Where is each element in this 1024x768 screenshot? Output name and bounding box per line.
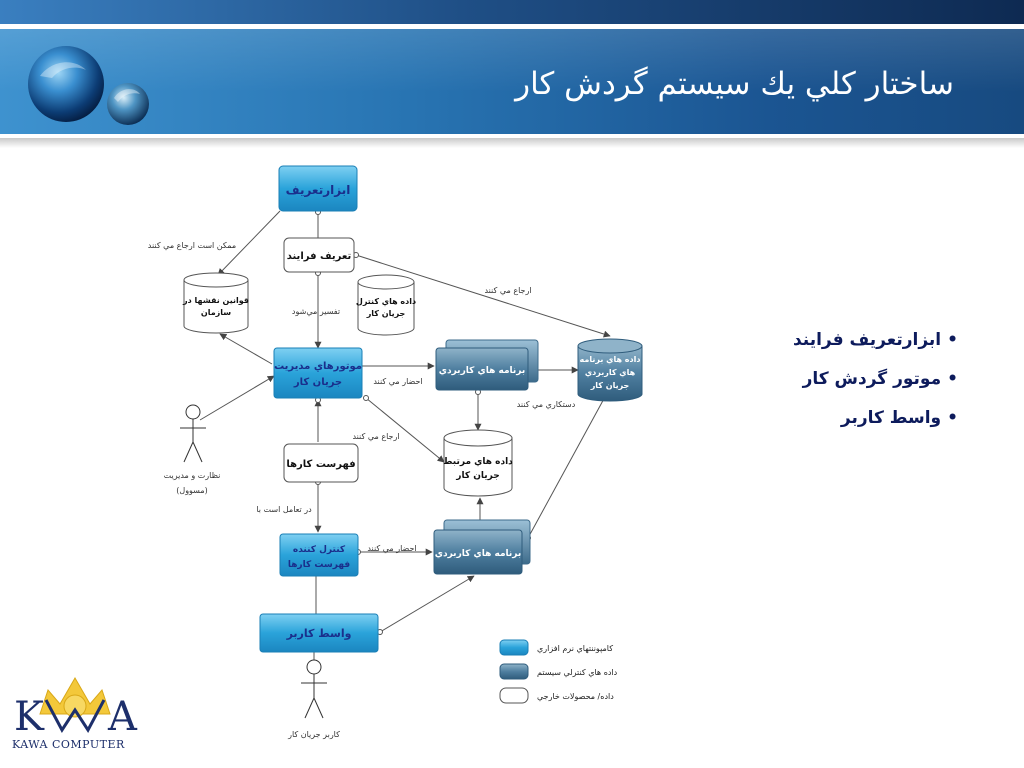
node-definition-tool: ابزارتعريف	[278, 165, 358, 212]
actor-admin-icon	[180, 404, 206, 463]
top-bar	[0, 0, 1024, 24]
node-app-programs-bottom-label: برنامه هاي كاربردي	[435, 549, 522, 559]
node-program-data-line3: جريان كار	[590, 381, 630, 390]
node-org-rules-line2: سازمان	[201, 308, 231, 317]
top-bar-divider	[0, 24, 1024, 29]
edge-labels: ممكن است ارجاع مي كنند ارجاع مي كنند تفس…	[148, 241, 576, 553]
node-workflow-engines: موتورهاي مديريت جريان كار	[273, 347, 363, 399]
node-related-data-line2: جريان كار	[455, 471, 499, 481]
node-worklist-controller-line1: كنترل كننده	[293, 545, 346, 555]
node-user-interface-label: واسط كاربر	[286, 627, 352, 640]
legend-swatch-software	[499, 639, 529, 656]
node-program-data: داده هاي برنامه هاي كاربردي جريان كار	[577, 338, 643, 402]
node-workflow-engines-line1: موتورهاي مديريت	[274, 361, 362, 372]
node-worklist-controller: كنترل كننده فهرست كارها	[279, 533, 359, 577]
node-control-data-line2: جريان كار	[366, 309, 406, 318]
node-worklist-label: فهرست كارها	[286, 459, 355, 470]
globe-orbs-icon	[28, 46, 149, 125]
node-org-rules: قوانين نقشها در سازمان	[182, 272, 249, 334]
bullet-text: ابزارتعريف فرايند	[792, 330, 942, 350]
node-control-data-line1: داده هاي كنترل	[356, 297, 416, 306]
legend-external-label: داده/ محصولات خارجي	[537, 692, 614, 701]
node-user-interface: واسط كاربر	[259, 613, 379, 653]
node-related-data-line1: داده هاي مرتبط	[443, 457, 513, 467]
logo-letter-a: A	[107, 694, 138, 740]
crown-logo-icon: K A	[14, 676, 138, 740]
actor-user-label: كاربر جريان كار	[287, 730, 340, 739]
workflow-diagram: ابزارتعريف تعريف فرايند قوانين نقشها در …	[148, 165, 643, 739]
legend-system-label: داده هاي كنترلي سيستم	[537, 668, 618, 677]
node-app-programs-top-label: برنامه هاي كاربردي	[439, 366, 526, 376]
bullet-item: •واسط كاربر	[793, 408, 958, 428]
legend-software-label: كامپوننتهاي نرم افزاري	[537, 644, 613, 653]
actor-admin-line2: (مسوول)	[176, 486, 207, 495]
edge-label-may-refer: ممكن است ارجاع مي كنند	[148, 241, 236, 250]
edge-label-interacts: در تعامل است با	[256, 505, 312, 514]
node-worklist-controller-line2: فهرست كارها	[288, 560, 350, 570]
bullet-dot-icon: •	[947, 408, 958, 428]
node-process-definition-label: تعريف فرايند	[287, 251, 352, 262]
node-related-data: داده هاي مرتبط جريان كار	[443, 429, 513, 497]
legend: كامپوننتهاي نرم افزاري داده هاي كنترلي س…	[499, 639, 618, 704]
node-workflow-engines-line2: جريان كار	[293, 377, 342, 388]
logo-caption: KAWA COMPUTER	[12, 738, 125, 751]
banner-divider	[0, 134, 1024, 138]
bullet-dot-icon: •	[947, 330, 958, 350]
banner-shine	[0, 29, 1024, 134]
logo-letter-k: K	[14, 694, 45, 740]
edge-label-interpreted: تفسير مي‌شود	[292, 307, 340, 316]
node-program-data-line2: هاي كاربردي	[585, 368, 636, 377]
edge-label-manipulates: دستكاري مي كنند	[517, 400, 576, 409]
company-logo: K A	[0, 660, 150, 768]
legend-swatch-external	[499, 687, 529, 704]
bullet-dot-icon: •	[947, 369, 958, 389]
bullet-text: موتور گردش كار	[802, 369, 942, 389]
node-control-data: داده هاي كنترل جريان كار	[356, 274, 416, 336]
bullet-list: •ابزارتعريف فرايند •موتور گردش كار •واسط…	[793, 330, 958, 447]
node-app-programs-top: برنامه هاي كاربردي	[435, 339, 539, 391]
bullet-item: •موتور گردش كار	[793, 369, 958, 389]
node-org-rules-line1: قوانين نقشها در	[182, 296, 249, 305]
node-program-data-line1: داده هاي برنامه	[580, 355, 641, 364]
node-process-definition: تعريف فرايند	[283, 237, 355, 273]
node-app-programs-bottom: برنامه هاي كاربردي	[433, 519, 531, 575]
actor-admin-line1: نظارت و مديريت	[164, 471, 221, 480]
bullet-text: واسط كاربر	[840, 408, 942, 428]
bullet-item: •ابزارتعريف فرايند	[793, 330, 958, 350]
edge-label-refers-top: ارجاع مي كنند	[484, 286, 531, 295]
edge-label-refers-mid: ارجاع مي كنند	[352, 432, 399, 441]
page-title: ساختار كلي يك سيستم گردش كار	[515, 66, 954, 102]
title-banner	[0, 29, 1024, 134]
banner-shadow	[0, 138, 1024, 148]
edge-label-invokes-top: احضار مي كنند	[373, 377, 422, 386]
node-definition-tool-label: ابزارتعريف	[286, 183, 351, 197]
actor-user-icon	[301, 659, 327, 719]
edge-label-invokes-bottom: احضار مي كنند	[367, 544, 416, 553]
connectors	[199, 210, 613, 660]
node-worklist: فهرست كارها	[283, 443, 359, 483]
legend-swatch-system	[499, 663, 529, 680]
